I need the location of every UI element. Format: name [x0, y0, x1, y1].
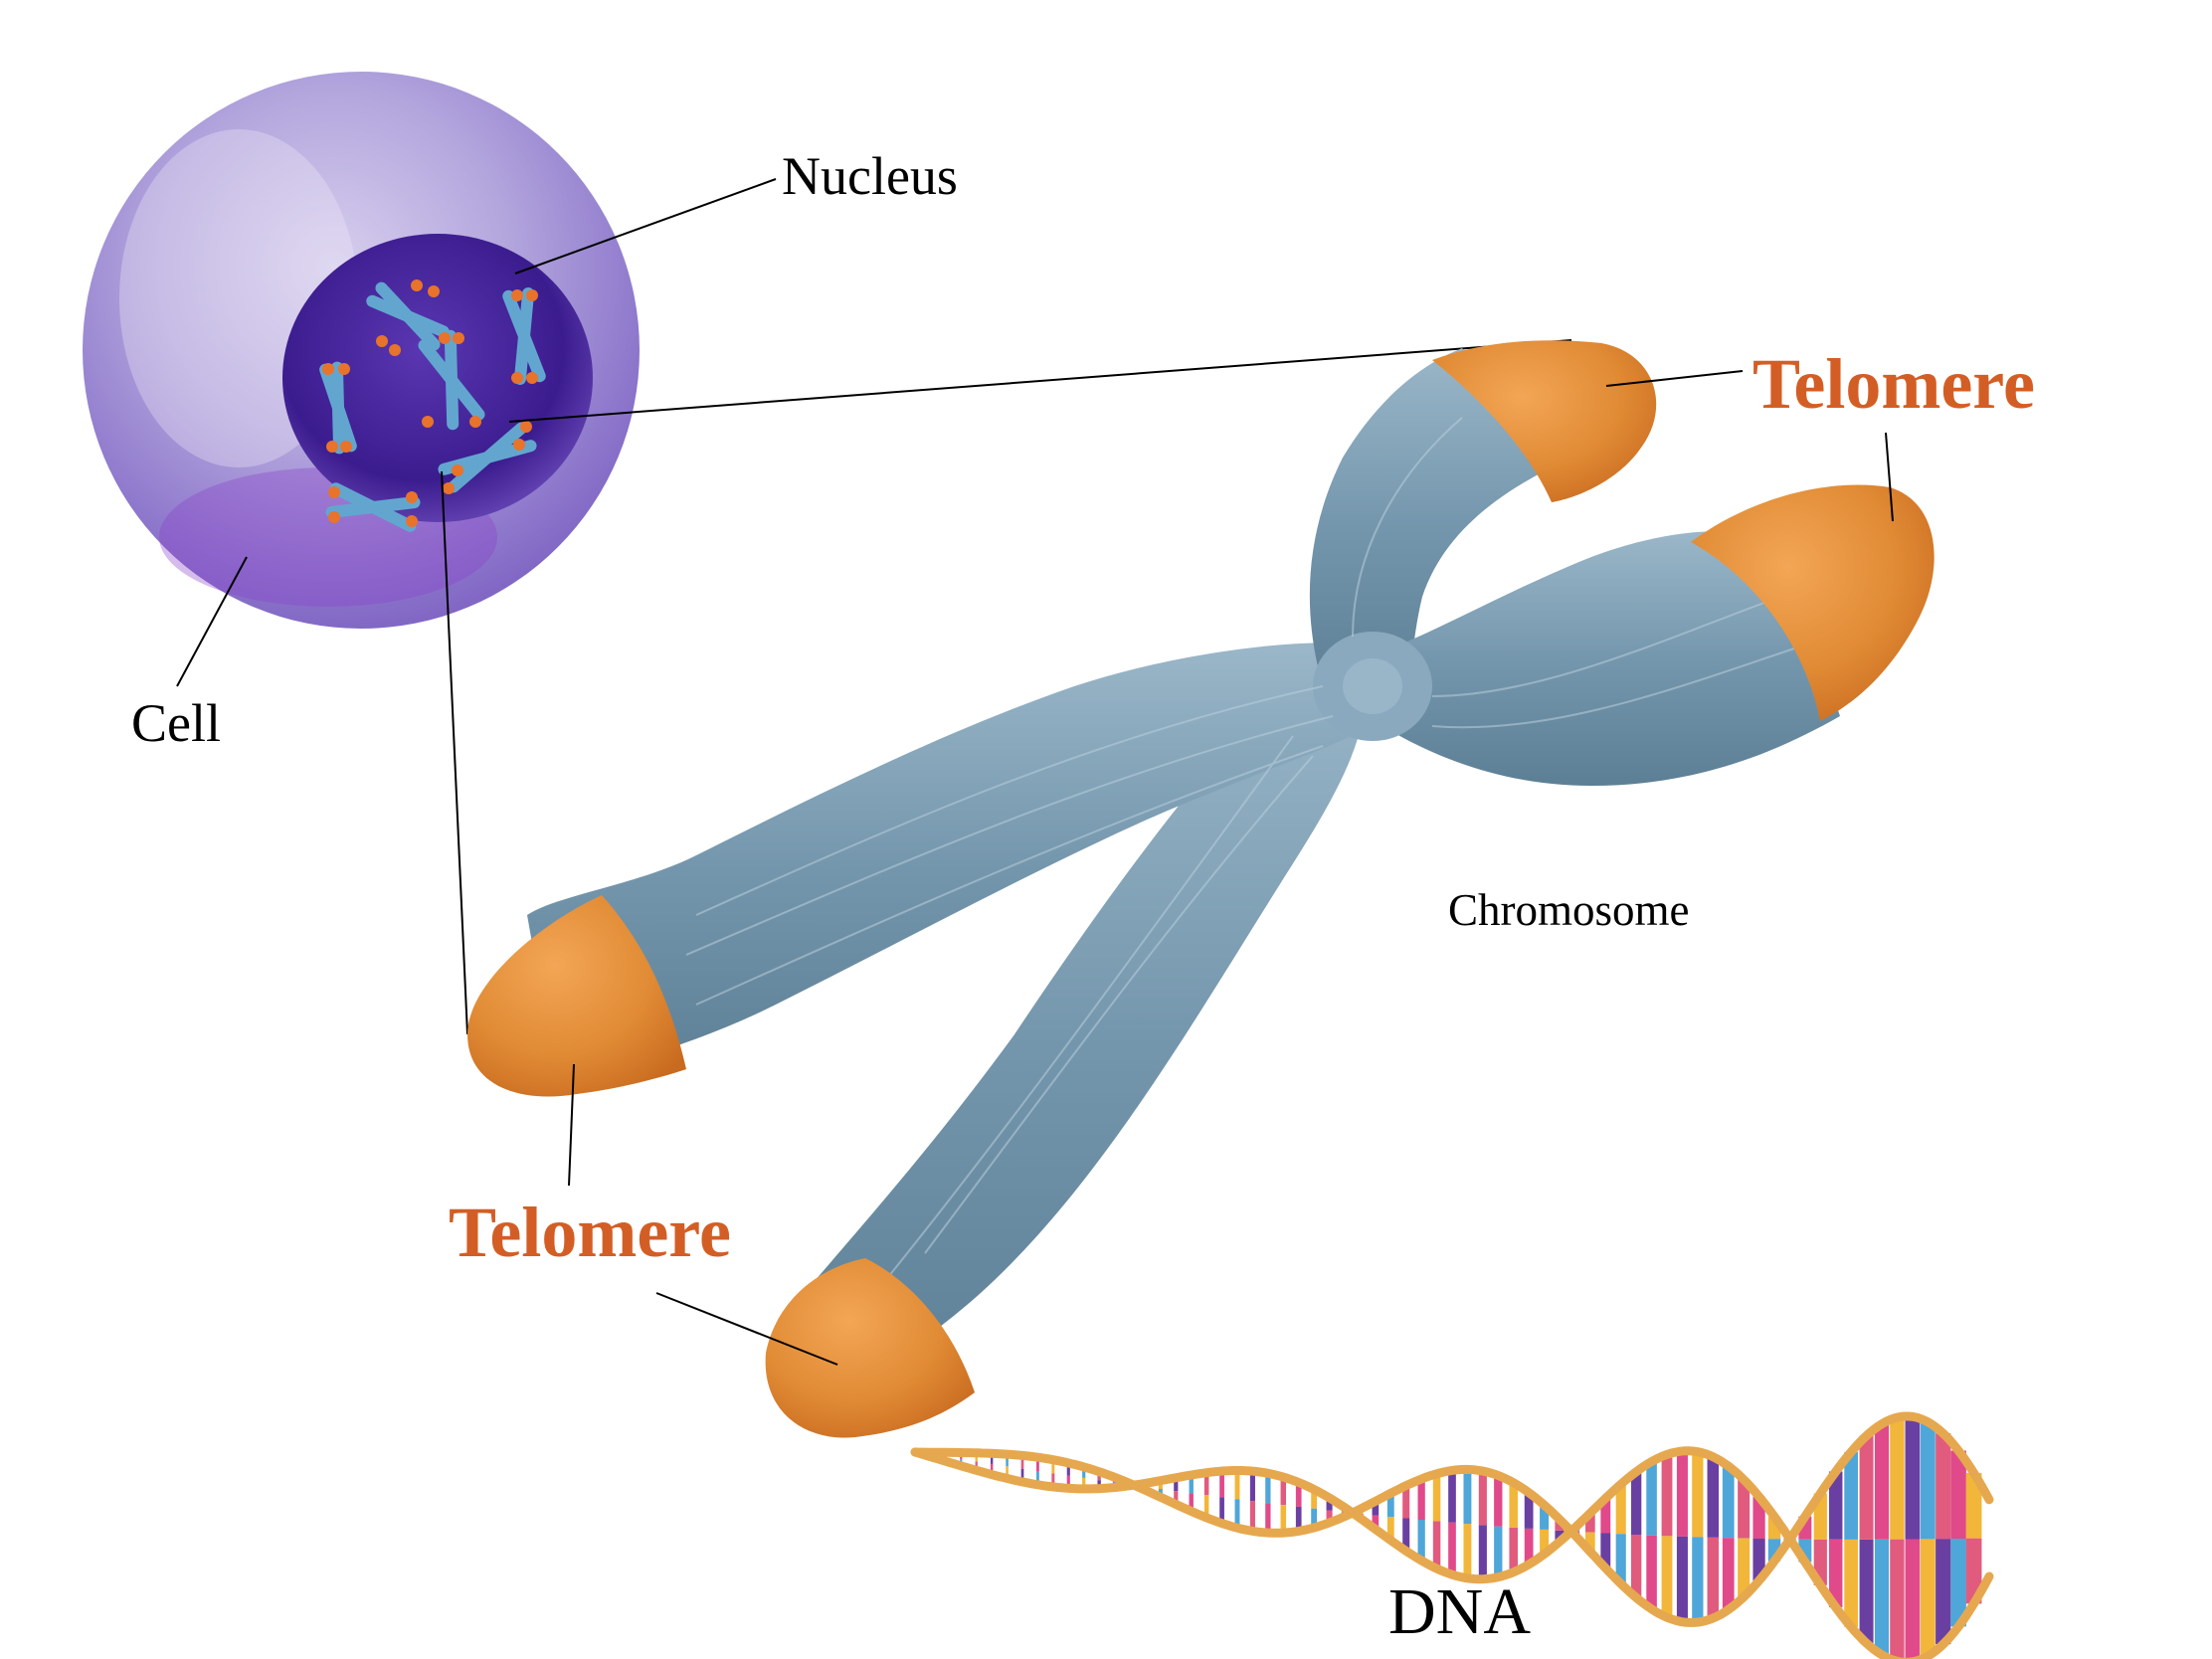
leader-telomere-left	[568, 1063, 575, 1187]
label-nucleus: Nucleus	[782, 146, 958, 206]
leader-telomere-top	[1605, 370, 1744, 387]
chromatid-lower	[796, 656, 1365, 1412]
label-cell: Cell	[131, 693, 221, 753]
telomere-cap-top	[1432, 340, 1657, 502]
leader-telomere-bottom	[655, 1292, 838, 1366]
zoom-lines	[441, 339, 1572, 1035]
telomere-cap-right	[1691, 484, 1935, 721]
cell-illustration	[83, 72, 640, 629]
chromosome-illustration	[467, 340, 1935, 1438]
dna-backbone-strand-b	[910, 1411, 1994, 1627]
dna-backbone-strand-a	[910, 1446, 1994, 1659]
leader-cell	[176, 556, 248, 687]
dna-double-helix	[910, 1411, 1994, 1659]
label-telomere-right: Telomere	[1752, 344, 2035, 424]
mini-chromosomes	[319, 279, 546, 532]
leader-telomere-right	[1885, 432, 1894, 522]
telomere-cap-left	[467, 895, 686, 1097]
chromatid-top	[1309, 348, 1552, 696]
leader-lines	[176, 178, 1894, 1366]
telomere-cap-bottom	[765, 1258, 975, 1438]
chromatid-left	[527, 643, 1373, 1084]
label-telomere-left: Telomere	[449, 1193, 731, 1272]
leader-nucleus	[514, 178, 777, 275]
label-dna: DNA	[1388, 1575, 1531, 1648]
chromatid-right	[1363, 531, 1840, 786]
label-chromosome: Chromosome	[1448, 885, 1690, 935]
